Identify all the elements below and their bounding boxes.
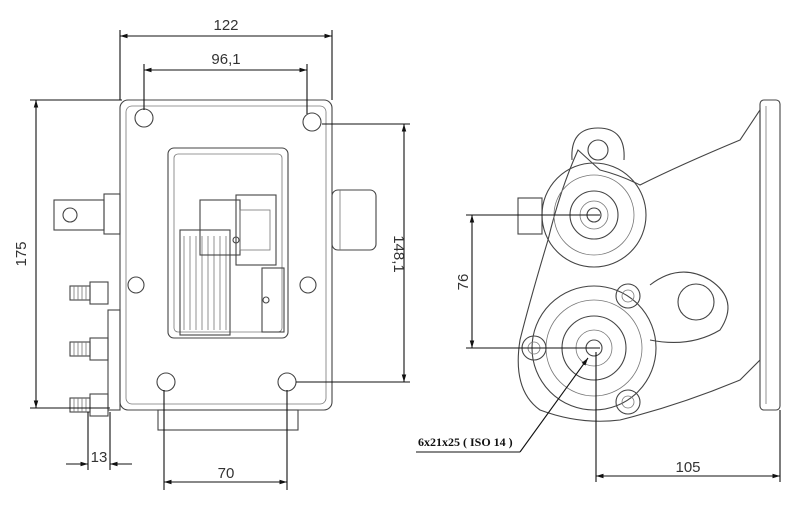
dim-105: 105 (595, 352, 781, 482)
front-window (167, 147, 289, 339)
bolt-hole-bottom-left (156, 372, 176, 392)
dim-70: 70 (163, 390, 288, 490)
right-boss (331, 189, 377, 251)
side-view: 76 105 6x21x25 ( ISO 14 ) (416, 99, 781, 482)
dim-13: 13 (66, 412, 132, 470)
bolt-hole-top-left (134, 108, 154, 128)
dim-105-label: 105 (675, 459, 700, 476)
bolt-hole-mid-right (299, 276, 317, 294)
dim-122-label: 122 (213, 17, 238, 34)
dim-96-1-label: 96,1 (211, 51, 240, 68)
side-housing (517, 108, 761, 422)
top-lug (571, 127, 625, 161)
dim-70-label: 70 (218, 465, 235, 482)
dim-13-label: 13 (91, 449, 108, 466)
bolt-hole-top-right (302, 112, 322, 132)
dim-76-label: 76 (455, 274, 472, 291)
front-view: 122 96,1 175 148,1 13 (13, 17, 410, 490)
bolt-hole-bottom-right (277, 372, 297, 392)
dim-76: 76 (455, 214, 600, 349)
dim-148-1-label: 148,1 (390, 235, 407, 273)
gear-body (179, 229, 231, 336)
shaft-spec-leader: 6x21x25 ( ISO 14 ) (416, 357, 589, 453)
studs-left (69, 281, 109, 417)
bolt-hole-mid-left (127, 276, 145, 294)
side-flange (759, 99, 781, 411)
dim-96-1: 96,1 (143, 51, 308, 114)
shaft-spec-note: 6x21x25 ( ISO 14 ) (418, 435, 513, 449)
input-shaft (53, 199, 105, 231)
dim-175-label: 175 (13, 241, 30, 266)
dim-175: 175 (13, 99, 122, 409)
dim-148-1: 148,1 (296, 123, 410, 383)
dim-122: 122 (119, 17, 333, 100)
